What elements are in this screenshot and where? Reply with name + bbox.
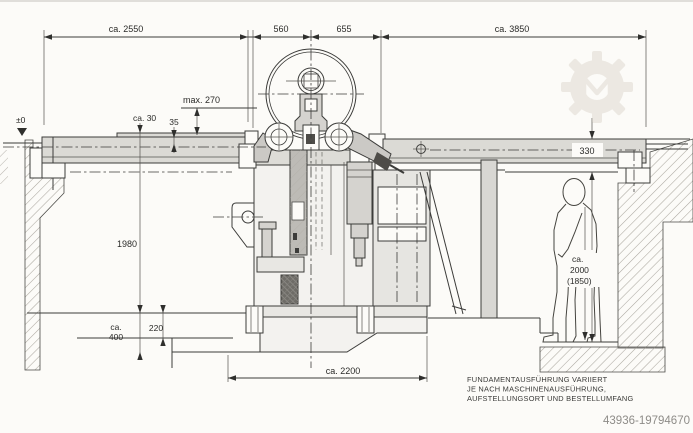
dim-label-ca400-value: 400 bbox=[109, 332, 123, 342]
operator-figure bbox=[542, 178, 602, 343]
workpiece-contact bbox=[306, 134, 315, 144]
dim-label-2000-value: 2000 bbox=[570, 265, 589, 275]
dim-label-560: 560 bbox=[273, 24, 288, 34]
wall-bracket-step-2 bbox=[625, 167, 651, 184]
lever-arm-grip bbox=[373, 152, 392, 171]
cabinet-panel-lower bbox=[377, 226, 427, 242]
footnote-text: FUNDAMENTAUSFÜHRUNG VARIIERT JE NACH MAS… bbox=[467, 375, 634, 403]
left-table-beam bbox=[3, 128, 254, 190]
dim-label-2000-prefix: ca. bbox=[572, 254, 583, 264]
footnote-line-2: JE NACH MASCHINENAUSFÜHRUNG, bbox=[467, 385, 606, 394]
anchor-foot-right bbox=[356, 305, 375, 334]
machine-base bbox=[245, 305, 428, 353]
pit-ladder bbox=[419, 171, 467, 315]
dimension-labels: ca. 2550 560 655 ca. 3850 ±0 max. 270 ca… bbox=[16, 24, 603, 376]
left-feed-roller bbox=[264, 122, 294, 152]
dim-label-35: 35 bbox=[169, 117, 179, 127]
right-feed-roller bbox=[324, 122, 354, 152]
dim-label-330: 330 bbox=[579, 146, 594, 156]
counterweight-block bbox=[280, 274, 299, 305]
datum-triangle bbox=[17, 128, 27, 136]
cross-slide-bar bbox=[256, 256, 305, 273]
hydraulic-cylinder bbox=[346, 161, 373, 267]
dim-label-220: 220 bbox=[149, 323, 163, 333]
table-reference-mark bbox=[413, 141, 429, 157]
centerlines bbox=[3, 30, 312, 368]
dim-label-3850: ca. 3850 bbox=[495, 24, 530, 34]
anchor-foot-left bbox=[245, 305, 264, 334]
dim-label-1850: (1850) bbox=[567, 276, 592, 286]
dim-label-2550: ca. 2550 bbox=[109, 24, 144, 34]
pit-support-column bbox=[480, 159, 498, 319]
dim-label-max270: max. 270 bbox=[183, 95, 220, 105]
dim-label-2200: ca. 2200 bbox=[326, 366, 361, 376]
dim-label-ca400-prefix: ca. bbox=[110, 322, 121, 332]
footnote-line-1: FUNDAMENTAUSFÜHRUNG VARIIERT bbox=[467, 375, 608, 384]
dim-label-655: 655 bbox=[336, 24, 351, 34]
slide-column bbox=[289, 149, 308, 256]
footnote-line-3: AUFSTELLUNGSORT UND BESTELLUMFANG bbox=[467, 394, 634, 403]
listing-number-watermark: 43936-19794670 bbox=[603, 415, 690, 427]
wall-bracket-step-1 bbox=[617, 151, 643, 169]
dim-label-datum: ±0 bbox=[16, 115, 26, 125]
dimension-graphics bbox=[43, 30, 647, 382]
marketplace-gear-watermark bbox=[561, 51, 633, 123]
lever-arm-rod bbox=[389, 164, 405, 174]
cabinet-panel-upper bbox=[377, 186, 427, 225]
dim-label-1980: 1980 bbox=[117, 239, 137, 249]
dim-label-ca30: ca. 30 bbox=[133, 113, 156, 123]
